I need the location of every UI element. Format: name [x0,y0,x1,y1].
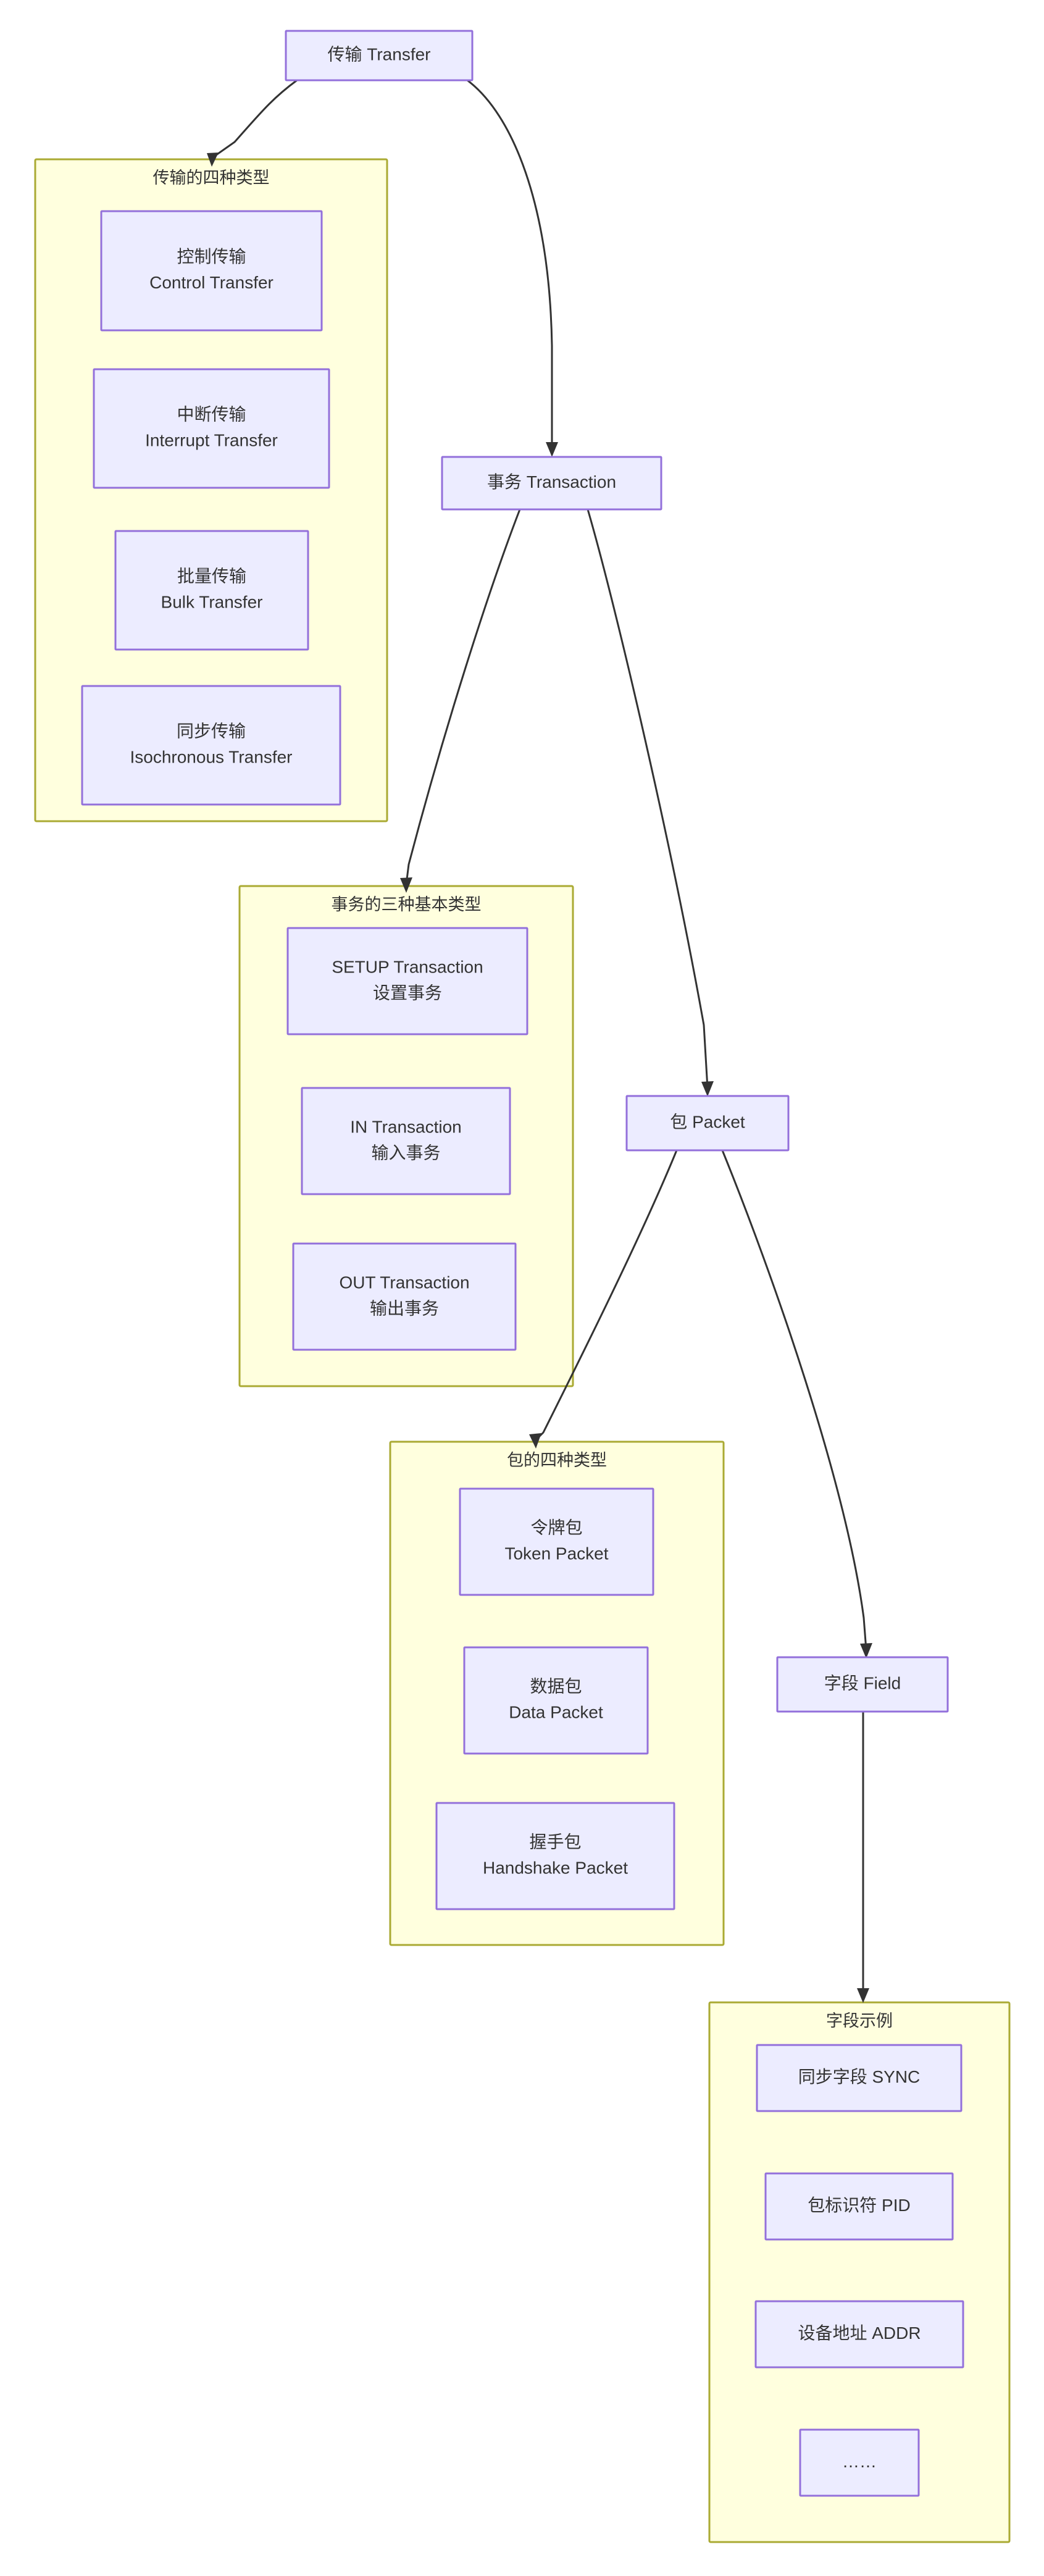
node-label-line: 输出事务 [370,1298,439,1318]
node-label-line: IN Transaction [350,1117,462,1136]
node-in-transaction[interactable]: IN Transaction 输入事务 [301,1087,511,1195]
arrowhead-icon [546,442,558,457]
node-isochronous-transfer[interactable]: 同步传输 Isochronous Transfer [81,685,341,806]
group-box [708,2001,1011,2543]
arrowhead-icon [857,1988,869,2003]
arrowhead-icon [701,1081,714,1097]
node-label-line: 中断传输 [177,404,246,424]
node-label-line: 字段 Field [824,1673,901,1692]
node-label-line: 设置事务 [373,983,442,1002]
edge-line [405,509,521,885]
edge-e7 [857,1712,869,2003]
node-box[interactable] [799,2428,920,2497]
node-label-line: 输入事务 [371,1143,440,1162]
arrowhead-icon [400,877,412,893]
node-control-transfer[interactable]: 控制传输 Control Transfer [100,210,323,332]
node-label-line: SETUP Transaction [332,957,483,976]
node-more-fields[interactable]: …… [799,2428,920,2497]
edge-e4 [587,509,714,1097]
edge-line [721,1150,867,1650]
node-label-line: 事务 Transaction [487,472,616,491]
node-label-line: Control Transfer [149,273,274,292]
edge-e2 [467,79,558,457]
node-label-line: 数据包 [530,1676,582,1696]
node-box[interactable] [764,2172,954,2241]
node-label-line: 批量传输 [177,566,246,585]
node-label-line: 控制传输 [177,247,246,266]
node-label-line: Data Packet [509,1702,603,1721]
node-label-line: Bulk Transfer [161,592,263,611]
node-box[interactable] [100,210,323,332]
edge-e3 [400,509,521,893]
group-label: 事务的三种基本类型 [332,895,482,914]
node-box[interactable] [435,1802,675,1910]
arrowhead-icon [860,1643,872,1658]
node-out-transaction[interactable]: OUT Transaction 输出事务 [292,1242,517,1351]
node-packet[interactable]: 包 Packet [625,1095,790,1152]
node-label-line: Token Packet [504,1544,608,1563]
edge-line [467,79,553,448]
node-label-line: 握手包 [529,1832,581,1851]
node-box[interactable] [292,1242,517,1351]
arrowhead-icon [529,1433,541,1449]
node-label-line: 同步传输 [177,721,246,740]
node-box[interactable] [463,1646,649,1755]
arrowhead-icon [207,153,219,167]
node-label-line: 传输 Transfer [328,44,431,64]
node-label-line: 令牌包 [530,1518,582,1537]
node-box[interactable] [459,1487,654,1596]
node-data-packet[interactable]: 数据包 Data Packet [463,1646,649,1755]
node-field[interactable]: 字段 Field [776,1656,949,1713]
group-label: 包的四种类型 [507,1451,607,1470]
node-transaction[interactable]: 事务 Transaction [441,456,662,511]
node-box[interactable] [114,530,309,651]
edge-line [535,1150,678,1441]
node-handshake-packet[interactable]: 握手包 Handshake Packet [435,1802,675,1910]
edge-e6 [721,1150,872,1658]
node-label-line: 包 Packet [670,1112,745,1131]
group-label: 传输的四种类型 [153,169,270,187]
node-box[interactable] [625,1095,790,1152]
node-box[interactable] [286,927,528,1035]
node-sync-field[interactable]: 同步字段 SYNC [756,2044,963,2112]
node-box[interactable] [285,30,474,82]
node-interrupt-transfer[interactable]: 中断传输 Interrupt Transfer [93,368,330,489]
node-label-line: Handshake Packet [483,1858,628,1877]
node-box[interactable] [776,1656,949,1713]
node-label-line: 包标识符 PID [808,2196,910,2215]
node-box[interactable] [93,368,330,489]
node-addr-field[interactable]: 设备地址 ADDR [754,2300,964,2369]
edge-line [587,509,709,1089]
node-transfer[interactable]: 传输 Transfer [285,30,474,82]
node-box[interactable] [301,1087,511,1195]
group-label: 字段示例 [826,2012,893,2030]
group-field-examples: 字段示例 [708,2001,1011,2543]
node-label-line: Interrupt Transfer [145,430,278,450]
node-label-line: Isochronous Transfer [130,747,292,766]
node-token-packet[interactable]: 令牌包 Token Packet [459,1487,654,1596]
node-box[interactable] [754,2300,964,2369]
node-label-line: …… [842,2452,877,2471]
node-label-line: OUT Transaction [339,1273,469,1292]
node-setup-transaction[interactable]: SETUP Transaction 设置事务 [286,927,528,1035]
node-box[interactable] [441,456,662,511]
edge-line [211,79,298,159]
node-label-line: 设备地址 ADDR [798,2323,921,2343]
node-box[interactable] [81,685,341,806]
node-label-line: 同步字段 SYNC [798,2067,921,2086]
edge-e1 [207,79,298,167]
edge-e5 [529,1150,678,1449]
node-bulk-transfer[interactable]: 批量传输 Bulk Transfer [114,530,309,651]
node-box[interactable] [756,2044,963,2112]
node-pid-field[interactable]: 包标识符 PID [764,2172,954,2241]
